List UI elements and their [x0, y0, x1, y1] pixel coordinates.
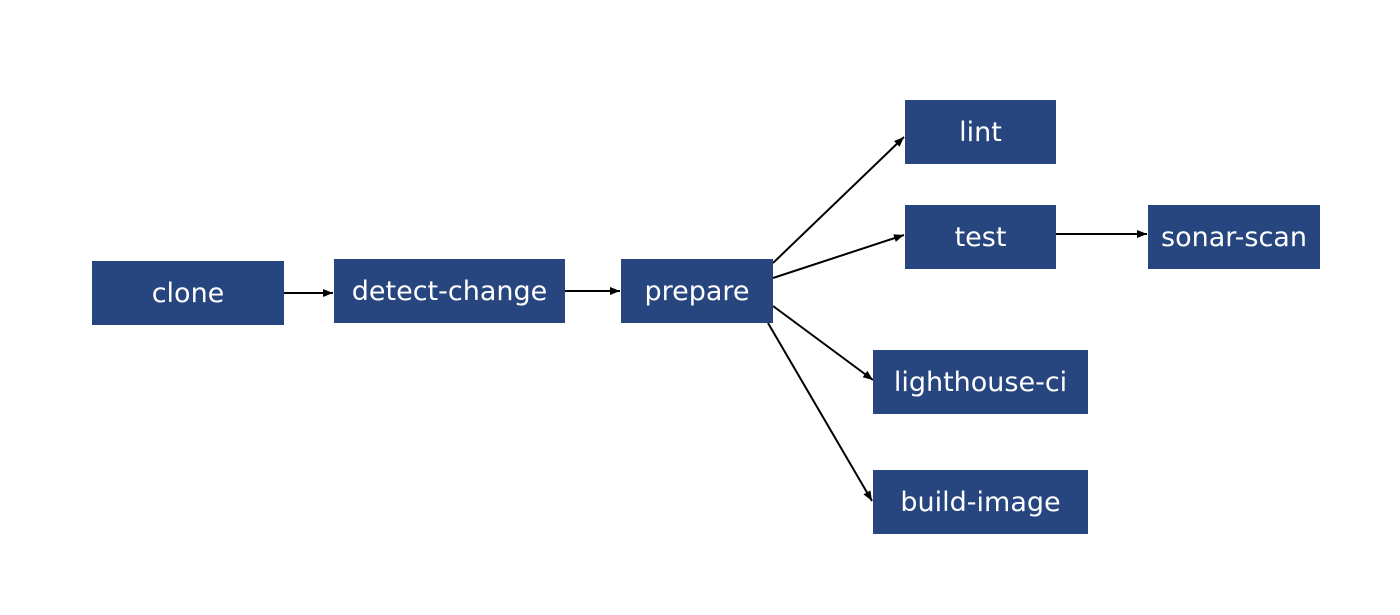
edge-prepare-lighthouse-ci — [772, 305, 874, 381]
node-test: test — [905, 205, 1056, 269]
node-clone-label: clone — [151, 277, 225, 309]
edge-prepare-lint — [772, 136, 905, 264]
node-prepare: prepare — [621, 259, 773, 323]
node-sonar-scan-label: sonar-scan — [1161, 221, 1307, 253]
edge-prepare-test — [772, 234, 905, 279]
edge-prepare-build-image — [767, 322, 873, 502]
node-lighthouse-ci: lighthouse-ci — [873, 350, 1088, 414]
node-build-image-label: build-image — [900, 486, 1061, 518]
node-prepare-label: prepare — [644, 275, 750, 307]
node-build-image: build-image — [873, 470, 1088, 534]
node-detect-change: detect-change — [334, 259, 565, 323]
node-lint: lint — [905, 100, 1056, 164]
node-detect-change-label: detect-change — [351, 275, 548, 307]
node-test-label: test — [954, 221, 1007, 253]
node-lighthouse-ci-label: lighthouse-ci — [893, 366, 1068, 398]
node-sonar-scan: sonar-scan — [1148, 205, 1320, 269]
node-clone: clone — [92, 261, 284, 325]
node-lint-label: lint — [959, 116, 1002, 148]
